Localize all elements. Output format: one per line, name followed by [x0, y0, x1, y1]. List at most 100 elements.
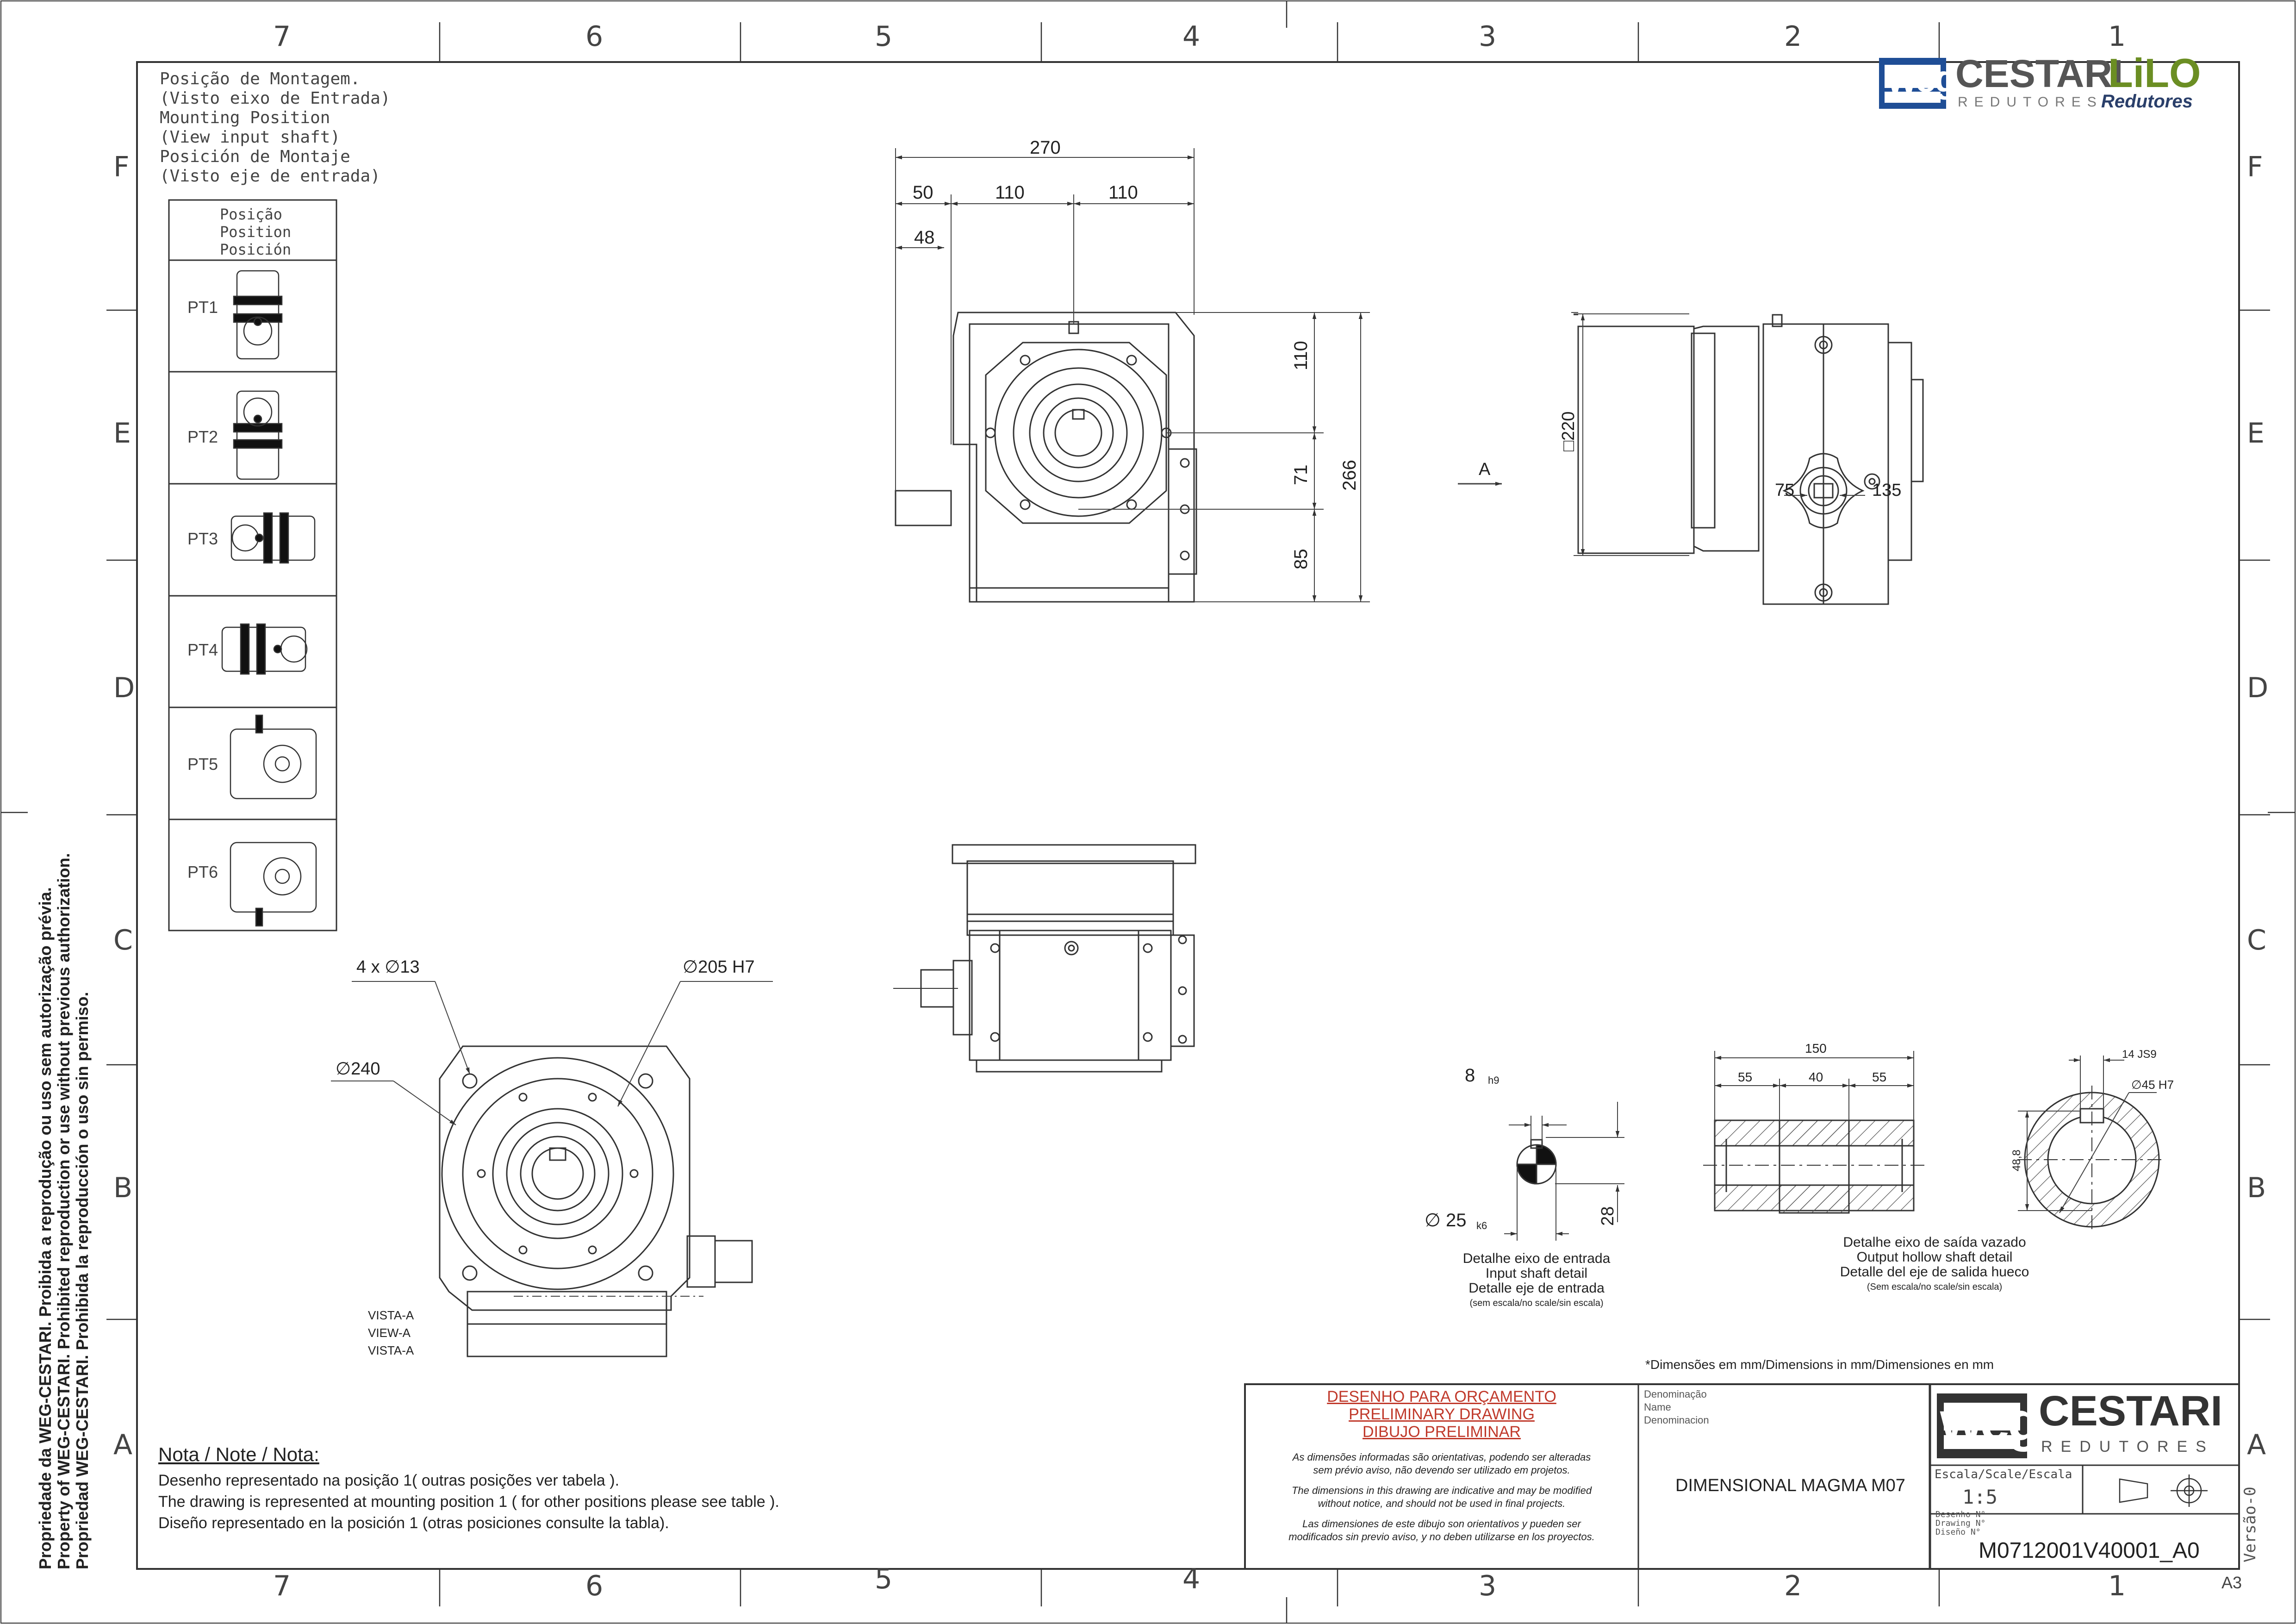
- bottom-view: [893, 844, 1196, 1073]
- dim-71: 71: [1291, 464, 1311, 486]
- preliminary-pt: As dimensões informadas são orientativas…: [1247, 1451, 1636, 1477]
- side-dims: [1458, 312, 1865, 556]
- mounting-heading-line: Posición de Montaje: [160, 147, 350, 166]
- position-pt4: PT4: [187, 640, 218, 659]
- position-pt1: PT1: [187, 298, 218, 317]
- weg-logo-text: weg: [1887, 58, 1957, 100]
- shaft-tolerance: k6: [1476, 1220, 1487, 1231]
- sheet-size: A3: [2221, 1573, 2242, 1592]
- dim-48-8: 48,8: [2010, 1149, 2023, 1171]
- output-caption-line: Output hollow shaft detail: [1856, 1249, 2013, 1265]
- zone-top-7: 7: [273, 20, 291, 53]
- dim-266: 266: [1339, 460, 1360, 491]
- preliminary-title-line: DESENHO PARA ORÇAMENTO: [1327, 1388, 1556, 1405]
- zone-top-1: 1: [2108, 20, 2126, 53]
- property-notice-line: Propriedade da WEG-CESTARI. Proibida a r…: [36, 887, 55, 1569]
- note-line: Diseño representado en la posición 1 (ot…: [158, 1514, 669, 1532]
- preliminary-title: DESENHO PARA ORÇAMENTO PRELIMINARY DRAWI…: [1247, 1388, 1636, 1441]
- preliminary-es: Las dimensiones de este dibujo son orien…: [1247, 1518, 1636, 1543]
- mounting-col-header: Posição Position Posición: [220, 206, 291, 258]
- version-label: Versão-0: [2241, 1487, 2259, 1562]
- view-arrow-label: A: [1479, 460, 1491, 479]
- projection-symbol: [2119, 1474, 2208, 1507]
- bore-diameter: ∅45 H7: [2131, 1078, 2174, 1092]
- dim-270: 270: [1030, 137, 1061, 158]
- input-caption-line: Detalhe eixo de entrada: [1462, 1251, 1611, 1266]
- front-view: [895, 312, 1197, 603]
- preliminary-box: DESENHO PARA ORÇAMENTO PRELIMINARY DRAWI…: [1247, 1388, 1636, 1543]
- name-label: Denominação Name Denominacion: [1644, 1388, 1709, 1427]
- zone-right-C: C: [2247, 924, 2266, 956]
- input-shaft-detail: [1516, 1139, 1557, 1185]
- mounting-heading-line: (Visto eixo de Entrada): [160, 89, 391, 108]
- property-notice-line: Property of WEG-CESTARI. Prohibited repr…: [54, 853, 73, 1569]
- zone-bottom-7: 7: [273, 1570, 291, 1602]
- key-tolerance: h9: [1488, 1074, 1500, 1086]
- output-shaft-caption: Detalhe eixo de saída vazado Output holl…: [1796, 1235, 2073, 1294]
- preliminary-text-line: The dimensions in this drawing are indic…: [1291, 1485, 1592, 1496]
- view-a-caption-line: VIEW-A: [368, 1326, 411, 1340]
- dim-50: 50: [913, 182, 933, 203]
- logo-top: [1879, 58, 1946, 109]
- input-caption-line: Detalle eje de entrada: [1468, 1280, 1605, 1296]
- dim-110-vertical: 110: [1291, 341, 1311, 370]
- redutores-title-logo: REDUTORES: [2041, 1438, 2215, 1455]
- note-line: Desenho representado na posição 1( outra…: [158, 1472, 620, 1489]
- preliminary-text-line: modificados sin previo aviso, y no deben…: [1288, 1531, 1595, 1543]
- units-note: *Dimensões em mm/Dimensions in mm/Dimens…: [1645, 1357, 1994, 1372]
- output-shaft-dims: [1714, 1051, 1914, 1120]
- col-header-line: Position: [220, 223, 292, 241]
- input-shaft-dims: [1504, 1102, 1624, 1241]
- view-a-leaders: [331, 981, 773, 1297]
- zone-top-5: 5: [875, 20, 893, 53]
- cestari-logo-text: CESTARI: [1955, 52, 2123, 95]
- dim-40: 40: [1809, 1070, 1823, 1084]
- mounting-heading-line: (View input shaft): [160, 128, 341, 147]
- dim-85: 85: [1291, 549, 1311, 570]
- col-header-line: Posición: [220, 241, 292, 258]
- view-a: [439, 1045, 753, 1357]
- dim-48: 48: [914, 227, 935, 248]
- position-pt5: PT5: [187, 755, 218, 774]
- preliminary-text-line: sem prévio aviso, não devendo ser utiliz…: [1313, 1464, 1570, 1476]
- name-label-line: Denominação: [1644, 1388, 1707, 1400]
- drawing-label-line: Diseño N°: [1935, 1527, 1981, 1537]
- preliminary-title-line: DIBUJO PRELIMINAR: [1363, 1423, 1521, 1441]
- cestari-title-logo: CESTARI: [2039, 1387, 2222, 1435]
- pcd-label: ∅240: [336, 1059, 380, 1079]
- zone-left-A: A: [113, 1429, 133, 1461]
- weg-title-logo: weg: [1940, 1391, 2041, 1452]
- redutores-script: Redutores: [2101, 91, 2193, 112]
- property-notice-line: Propriedad WEG-CESTARI. Prohibida la rep…: [73, 992, 92, 1569]
- preliminary-text-line: As dimensões informadas são orientativas…: [1292, 1451, 1591, 1463]
- front-dims: [895, 148, 1370, 602]
- view-a-caption-line: VISTA-A: [368, 1308, 414, 1322]
- dim-135: 135: [1872, 481, 1902, 500]
- output-caption-line: Detalle del eje de salida hueco: [1840, 1264, 2029, 1280]
- position-pt3: PT3: [187, 529, 218, 548]
- output-bore-dims: [2018, 1056, 2157, 1213]
- position-pt2: PT2: [187, 427, 218, 446]
- zone-left-D: D: [113, 672, 135, 704]
- zone-bottom-2: 2: [1784, 1570, 1802, 1602]
- note-line: The drawing is represented at mounting p…: [158, 1493, 779, 1511]
- input-caption-line: Input shaft detail: [1485, 1266, 1588, 1281]
- preliminary-text-line: Las dimensiones de este dibujo son orien…: [1302, 1518, 1581, 1530]
- mounting-heading-line: Mounting Position: [160, 108, 330, 127]
- col-header-line: Posição: [220, 206, 282, 223]
- logo-title-block: [1937, 1393, 2027, 1458]
- dim-square-220: □220: [1559, 411, 1578, 451]
- drawing-label-line: Desenho N°: [1935, 1510, 1986, 1519]
- shaft-height: 28: [1598, 1206, 1618, 1226]
- note-title: Nota / Note / Nota:: [158, 1443, 319, 1465]
- dim-110-left: 110: [995, 182, 1025, 203]
- position-pt6: PT6: [187, 862, 218, 881]
- zone-bottom-5: 5: [875, 1563, 893, 1595]
- zone-top-3: 3: [1479, 20, 1497, 53]
- inner-border: [136, 61, 2240, 1570]
- redutores-spaced: REDUTORES: [1958, 94, 2103, 110]
- zone-right-A: A: [2247, 1429, 2266, 1461]
